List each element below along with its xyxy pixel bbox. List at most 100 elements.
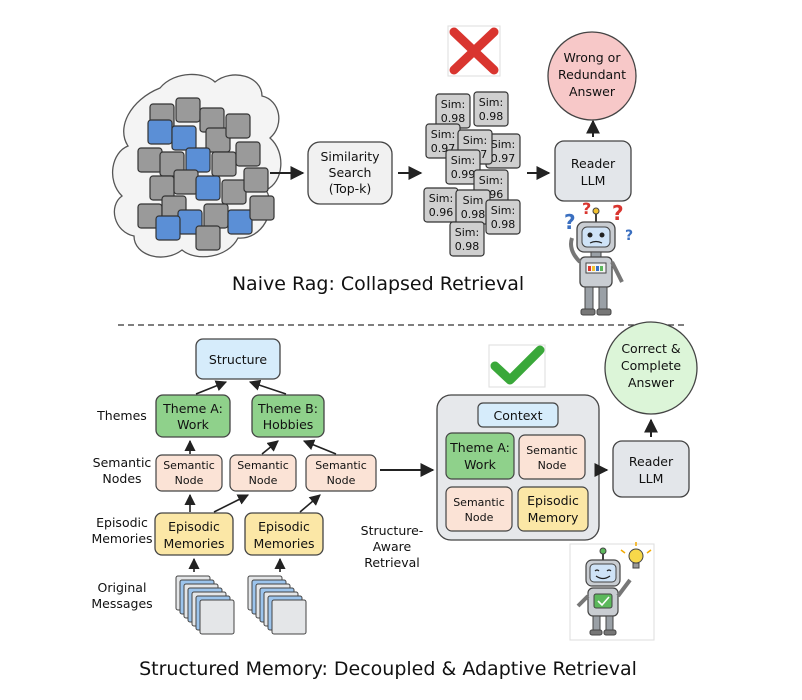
ep2-line-1: Episodic: [258, 519, 310, 534]
context-theme-a-box: [445, 432, 515, 480]
svg-text:?: ?: [582, 199, 591, 218]
sem2-line-2: Node: [249, 474, 278, 487]
theme-b-line-1: Theme B:: [257, 401, 318, 416]
sim-card-value: 0.99: [451, 168, 476, 181]
ctx-ep-line-2: Memory: [528, 510, 579, 525]
ctx-theme-line-1: Theme A:: [449, 440, 510, 455]
context-title: Context: [494, 408, 543, 423]
svg-text:?: ?: [612, 201, 624, 225]
top-caption: Naive Rag: Collapsed Retrieval: [232, 273, 524, 295]
message-sheet: [271, 599, 307, 635]
sem1-line-2: Node: [175, 474, 204, 487]
arrow-ep1-to-sem2: [213, 494, 250, 513]
row-label-episodic-2: Memories: [91, 531, 152, 546]
theme-a-line-2: Work: [177, 417, 209, 432]
row-label-episodic-1: Episodic: [96, 515, 148, 530]
document-tile: [155, 215, 181, 241]
arrow-sem2-to-theme-b: [261, 440, 279, 455]
sim-card-label: Sim:: [455, 226, 479, 239]
document-tile: [221, 179, 247, 205]
ep1-line-2: Memories: [163, 536, 224, 551]
row-label-original-2: Messages: [91, 596, 152, 611]
similarity-search-box: Similarity Search (Top-k): [307, 141, 393, 205]
document-tile: [211, 151, 237, 177]
svg-text:?: ?: [625, 228, 633, 244]
original-messages-stack-2: [247, 575, 307, 635]
document-tile: [203, 203, 229, 229]
ctx-ep-line-1: Episodic: [527, 493, 579, 508]
reader-llm-box-top: Reader LLM: [554, 140, 632, 202]
ctx-sem1-line-2: Node: [538, 459, 567, 472]
reader-line-2: LLM: [581, 173, 606, 188]
correct-answer-circle: Correct & Complete Answer: [604, 321, 698, 415]
row-label-themes: Themes: [96, 408, 147, 423]
reader-bottom-line-2: LLM: [639, 471, 664, 486]
arrow-theme-b-to-structure: [248, 379, 287, 395]
correct-line-2: Complete: [621, 358, 682, 373]
episodic-memories-2: Episodic Memories: [244, 512, 324, 556]
context-semantic-box-1: [518, 434, 586, 480]
sim-card: Sim:0.96: [423, 187, 459, 223]
correct-line-3: Answer: [628, 375, 675, 390]
message-sheet: [199, 599, 235, 635]
row-label-semantic-1: Semantic: [93, 455, 152, 470]
sim-card: Sim:0.98: [435, 93, 471, 129]
theme-a-box: Theme A: Work: [155, 394, 231, 438]
reader-llm-box-bottom: Reader LLM: [612, 440, 690, 498]
semantic-node-1: Semantic Node: [155, 454, 223, 492]
sim-card-bg: [473, 91, 509, 127]
similarity-line-3: (Top-k): [329, 181, 372, 196]
sim-card-bg: [445, 149, 481, 185]
ep1-line-1: Episodic: [168, 519, 220, 534]
row-label-semantic-2: Nodes: [102, 471, 141, 486]
sim-card-label: Sim:: [441, 98, 465, 111]
sim-card-value: 0.96: [429, 206, 454, 219]
ep2-line-2: Memories: [253, 536, 314, 551]
sim-card-bg: [485, 199, 521, 235]
wrong-line-2: Redundant: [558, 67, 626, 82]
sim-card-label: Sim:: [451, 154, 475, 167]
document-tile: [225, 113, 251, 139]
confused-robot-icon: ? ? ? ?: [564, 199, 633, 316]
context-semantic-box-2: [445, 486, 513, 532]
document-tile: [195, 225, 221, 251]
retrieval-label-2: Aware: [373, 539, 412, 554]
context-episodic-box: [517, 486, 589, 532]
sim-card-value: 0.98: [455, 240, 480, 253]
document-tile: [173, 169, 199, 195]
sim-card-value: 0.98: [491, 218, 516, 231]
similarity-line-1: Similarity: [320, 149, 380, 164]
arrow-theme-a-to-structure: [195, 380, 228, 395]
episodic-memories-1: Episodic Memories: [154, 512, 234, 556]
similarity-line-2: Search: [329, 165, 372, 180]
correct-line-1: Correct &: [621, 341, 681, 356]
semantic-node-3: Semantic Node: [305, 454, 377, 492]
sim-card-label: Sim:: [479, 96, 503, 109]
sim-card-label: Sim:: [479, 174, 503, 187]
sim-card: Sim:0.98: [449, 221, 485, 257]
bottom-caption: Structured Memory: Decoupled & Adaptive …: [139, 658, 637, 680]
document-tile: [137, 147, 163, 173]
row-label-original-1: Original: [98, 580, 147, 595]
sim-card-value: 0.97: [491, 152, 516, 165]
svg-text:?: ?: [564, 210, 576, 234]
arrow-ep2-to-sem3: [299, 494, 321, 513]
wrong-answer-circle: Wrong or Redundant Answer: [547, 31, 637, 121]
ctx-sem2-line-2: Node: [465, 511, 494, 524]
sim-card: Sim:0.99: [445, 149, 481, 185]
sim-card: Sim:0.98: [473, 91, 509, 127]
sim-card-label: Sim:: [463, 134, 487, 147]
similarity-results-stack: Sim:0.98Sim:0.98Sim:0.97Sim:0.97Sim:0.97…: [423, 91, 521, 257]
sim-card-value: 0.98: [461, 208, 486, 221]
happy-robot-icon: [569, 542, 655, 641]
document-tile: [249, 195, 275, 221]
sem3-line-2: Node: [327, 474, 356, 487]
reader-bottom-line-1: Reader: [629, 454, 674, 469]
retrieval-label-1: Structure-: [361, 523, 424, 538]
sim-card-label: Sim:: [491, 204, 515, 217]
wrong-line-1: Wrong or: [564, 50, 622, 65]
document-tile: [243, 167, 269, 193]
document-tile: [227, 209, 253, 235]
context-container: Context Theme A: Work Semantic Node Sema…: [436, 394, 600, 541]
